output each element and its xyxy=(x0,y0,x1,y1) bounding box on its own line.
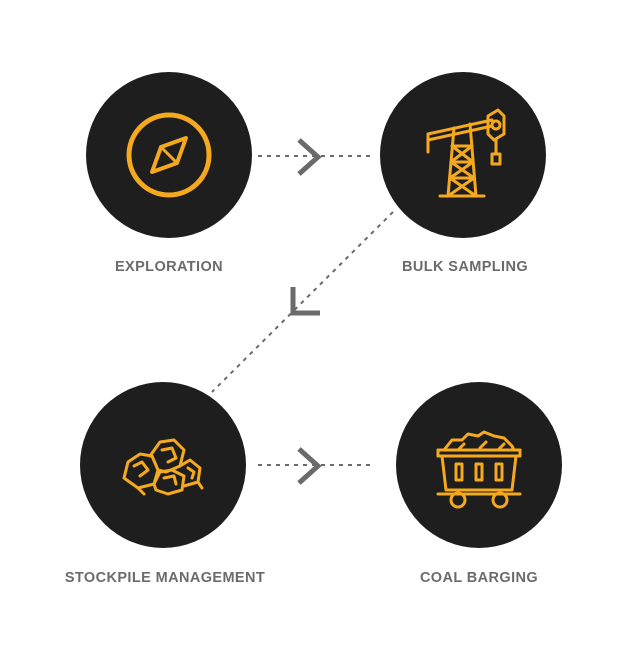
step-bulk-sampling xyxy=(380,72,546,238)
drilling-rig-icon xyxy=(426,108,506,198)
step-label-bulk-sampling: BULK SAMPLING xyxy=(401,259,529,275)
chevron-right-icon xyxy=(297,138,322,176)
mine-cart-icon xyxy=(436,430,522,509)
compass-icon xyxy=(126,112,212,198)
coal-pile-icon xyxy=(122,438,204,496)
step-label-stockpile-management: STOCKPILE MANAGEMENT xyxy=(64,570,266,586)
step-label-coal-barging: COAL BARGING xyxy=(419,570,539,586)
step-stockpile-management xyxy=(80,382,246,548)
step-exploration xyxy=(86,72,252,238)
step-label-exploration: EXPLORATION xyxy=(114,259,224,275)
connector-line-2 xyxy=(211,211,394,393)
step-coal-barging xyxy=(396,382,562,548)
chevron-right-icon xyxy=(297,447,322,485)
chevron-down-left-icon xyxy=(290,287,320,316)
